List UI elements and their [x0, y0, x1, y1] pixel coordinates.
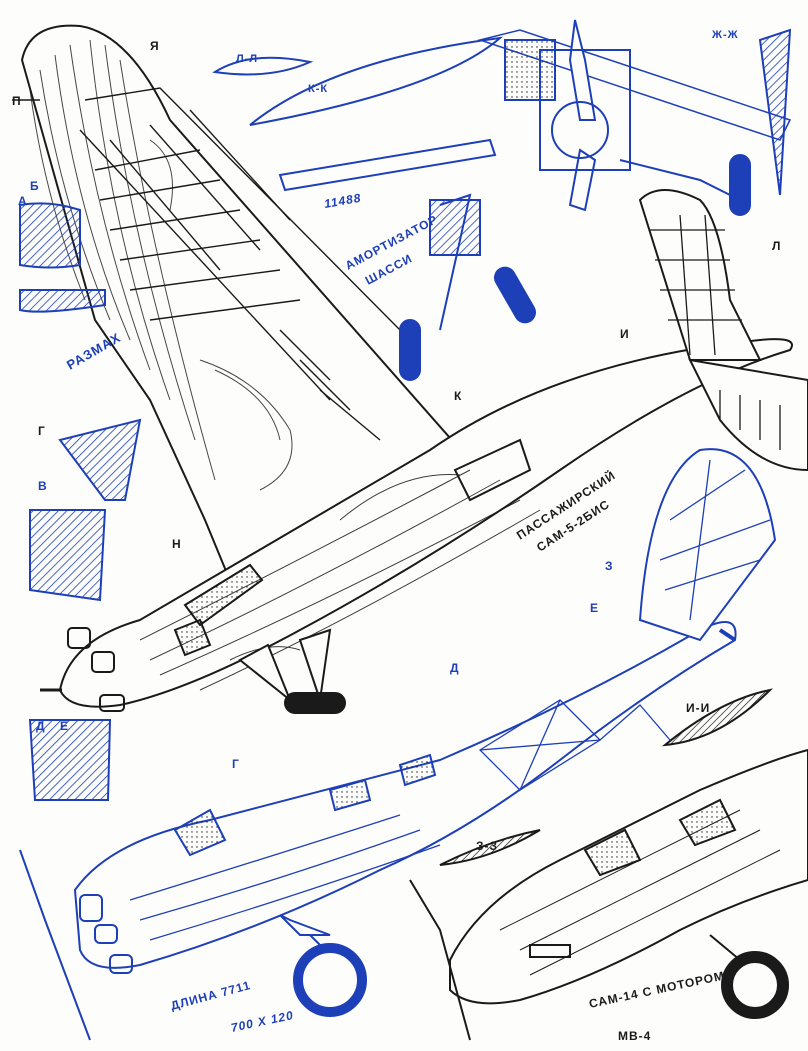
dimension-11488: 11488 [323, 191, 362, 211]
section-l-mark: Л [772, 239, 781, 253]
section-label-zhzh: Ж-Ж [711, 29, 739, 41]
left-blue-sections [19, 202, 142, 801]
section-ii-label: И-И [686, 701, 710, 715]
section-k-mark: К [454, 389, 462, 403]
length-label: ДЛИНА 7711 [169, 978, 252, 1013]
fuselage-black [40, 338, 793, 712]
section-label-kk: К-К [308, 83, 328, 95]
model-2-label-a: САМ-14 С МОТОРОМ [588, 968, 726, 1011]
wing-top-view [12, 24, 452, 602]
section-v-mark: В [38, 479, 48, 493]
section-g-blue-mark: Г [232, 757, 240, 771]
section-d-mark: Д [450, 661, 460, 675]
wheel-size-label: 700 Х 120 [230, 1008, 295, 1035]
section-e-mark: Е [590, 601, 599, 615]
fuselage-blue [73, 448, 777, 1017]
fuselage-bottom-black [409, 688, 808, 1041]
propeller-blue [19, 849, 91, 1041]
gear-black [238, 628, 346, 714]
section-a-mark: А [18, 194, 28, 208]
section-z-mark: З [605, 559, 614, 573]
section-g-mark: Г [38, 424, 46, 438]
section-label-ll: Л-Л [236, 53, 258, 65]
section-d-left-mark: Д [36, 719, 46, 733]
section-zz-label: З-З [476, 839, 498, 853]
section-i-mark: И [620, 327, 630, 341]
span-label: РАЗМАХ [64, 330, 123, 373]
model-2-label-b: МВ-4 [618, 1029, 651, 1043]
section-e-left-mark: Е [60, 719, 69, 733]
section-ya-mark: Я [150, 39, 160, 53]
section-b-mark: Б [30, 179, 40, 193]
section-p-mark: П [12, 94, 22, 108]
tail-black [638, 189, 808, 472]
top-blue-sections [212, 19, 792, 381]
section-n-mark: Н [172, 537, 182, 551]
